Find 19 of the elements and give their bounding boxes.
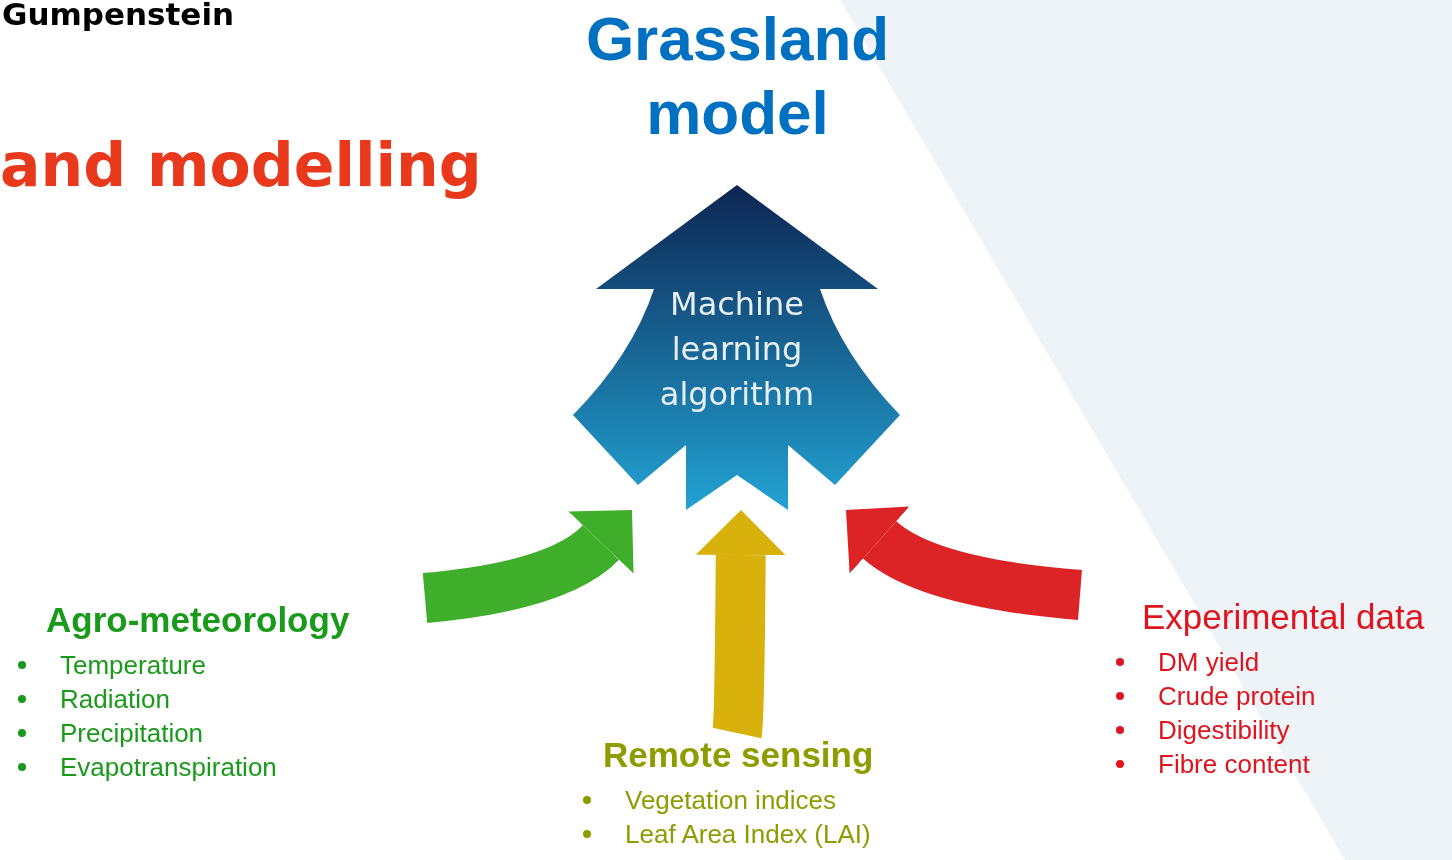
bullet-text: Precipitation — [60, 718, 204, 748]
bullet-text: Crude protein — [1158, 681, 1316, 711]
bullet-text: DM yield — [1158, 647, 1260, 677]
node-text: Machine learning algorithm — [658, 284, 816, 415]
heading-text: Agro-meteorology — [46, 600, 351, 640]
bullet-text: Temperature — [60, 650, 206, 680]
heading-text: Grassland model — [584, 3, 891, 149]
arrow — [695, 510, 786, 737]
bullet-text: Digestibility — [1158, 715, 1290, 745]
bullet-text: Fibre content — [1158, 749, 1310, 779]
arrow — [844, 504, 1083, 620]
bullet-text: Leaf Area Index (LAI) — [625, 819, 871, 849]
header-text: Gumpenstein — [2, 0, 235, 32]
bullet-text: Evapotranspiration — [60, 752, 277, 782]
bullet-text: Vegetation indices — [625, 785, 837, 815]
title-text: and modelling — [0, 130, 482, 200]
heading-text: Remote sensing — [603, 735, 875, 775]
heading-text: Experimental data — [1142, 597, 1426, 637]
bullet-text: Radiation — [60, 684, 170, 714]
